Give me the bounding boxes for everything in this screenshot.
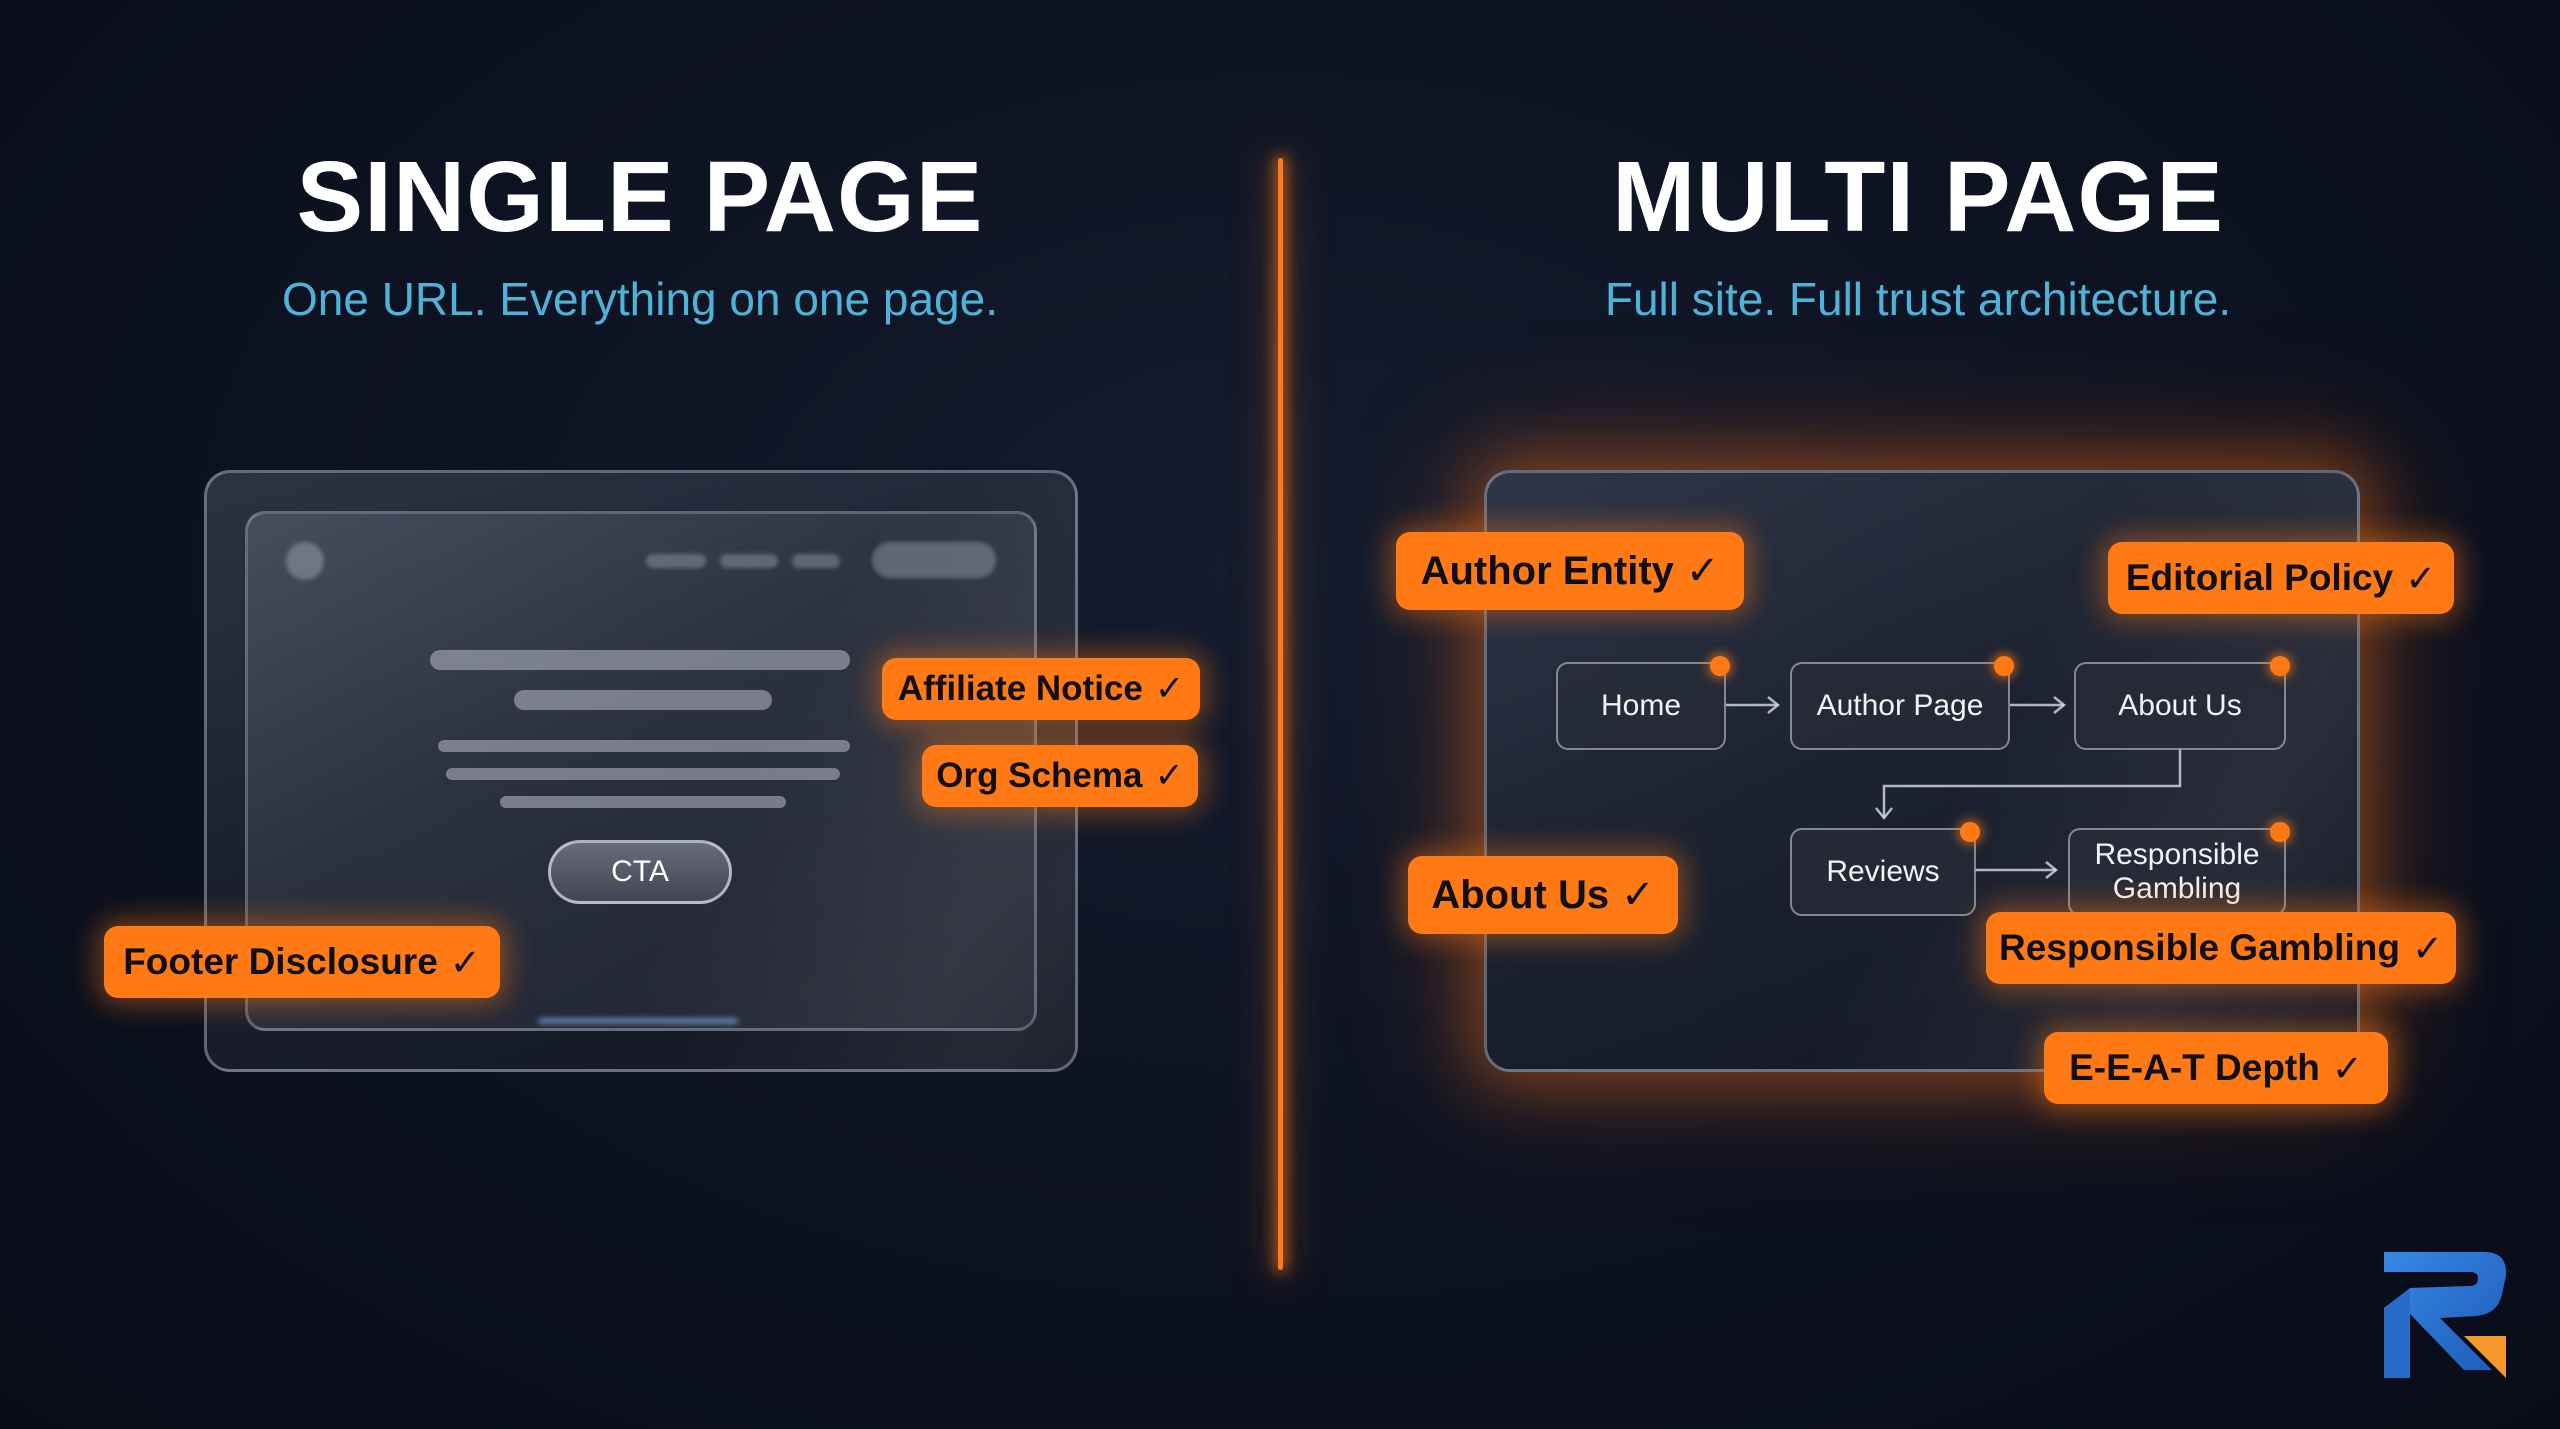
check-icon: ✓ bbox=[449, 941, 481, 983]
node-status-dot bbox=[1960, 822, 1980, 842]
multi-page-title: MULTI PAGE bbox=[1612, 141, 2224, 253]
tag-label: Editorial Policy bbox=[2125, 557, 2394, 598]
body-line-placeholder bbox=[438, 740, 850, 752]
node-home: Home bbox=[1556, 662, 1726, 750]
node-reviews: Reviews bbox=[1790, 828, 1976, 916]
node-status-dot bbox=[1710, 656, 1730, 676]
tag-responsible-gambling: Responsible Gambling ✓ bbox=[1986, 912, 2456, 984]
tag-eeat-depth: E-E-A-T Depth ✓ bbox=[2044, 1032, 2388, 1104]
nav-link-placeholder bbox=[792, 554, 840, 568]
node-status-dot bbox=[2270, 656, 2290, 676]
check-icon: ✓ bbox=[2331, 1047, 2363, 1089]
nav-link-placeholder bbox=[720, 554, 778, 568]
check-icon: ✓ bbox=[1154, 756, 1184, 795]
cta-button: CTA bbox=[548, 840, 732, 904]
brand-logo-icon bbox=[2384, 1252, 2507, 1378]
headline-placeholder bbox=[430, 650, 850, 670]
node-status-dot bbox=[2270, 822, 2290, 842]
tag-label: Author Entity bbox=[1420, 548, 1674, 593]
tag-about-us: About Us ✓ bbox=[1408, 856, 1678, 934]
node-about-us: About Us bbox=[2074, 662, 2286, 750]
check-icon: ✓ bbox=[1621, 873, 1655, 917]
tag-label: Footer Disclosure bbox=[123, 941, 438, 982]
site-logo-placeholder bbox=[286, 542, 324, 580]
subheadline-placeholder bbox=[514, 690, 772, 710]
center-divider bbox=[1278, 158, 1283, 1270]
tag-editorial-policy: Editorial Policy ✓ bbox=[2108, 542, 2454, 614]
check-icon: ✓ bbox=[1154, 669, 1185, 708]
node-label-line: Gambling bbox=[2112, 872, 2242, 905]
screen-bottom-glow bbox=[538, 1018, 738, 1024]
tag-label: Responsible Gambling bbox=[1999, 927, 2400, 968]
node-responsible-gambling: Responsible Gambling bbox=[2068, 828, 2286, 916]
tag-affiliate-notice: Affiliate Notice ✓ bbox=[882, 658, 1200, 720]
tag-footer-disclosure: Footer Disclosure ✓ bbox=[104, 926, 500, 998]
check-icon: ✓ bbox=[2405, 557, 2437, 599]
nav-button-placeholder bbox=[872, 542, 996, 578]
tag-org-schema: Org Schema ✓ bbox=[922, 745, 1198, 807]
tag-label: About Us bbox=[1431, 872, 1610, 917]
body-line-placeholder bbox=[446, 768, 840, 780]
check-icon: ✓ bbox=[2411, 927, 2443, 969]
single-page-title: SINGLE PAGE bbox=[296, 141, 984, 253]
multi-page-subtitle: Full site. Full trust architecture. bbox=[1604, 273, 2232, 325]
tag-label: Org Schema bbox=[936, 756, 1143, 795]
node-author-page: Author Page bbox=[1790, 662, 2010, 750]
node-status-dot bbox=[1994, 656, 2014, 676]
check-icon: ✓ bbox=[1685, 549, 1720, 593]
body-line-placeholder bbox=[500, 796, 786, 808]
node-label-line: Responsible bbox=[2094, 837, 2260, 871]
tag-label: E-E-A-T Depth bbox=[2069, 1047, 2320, 1088]
tag-author-entity: Author Entity ✓ bbox=[1396, 532, 1744, 610]
tag-label: Affiliate Notice bbox=[897, 669, 1143, 708]
single-page-subtitle: One URL. Everything on one page. bbox=[281, 273, 998, 325]
nav-link-placeholder bbox=[646, 554, 706, 568]
